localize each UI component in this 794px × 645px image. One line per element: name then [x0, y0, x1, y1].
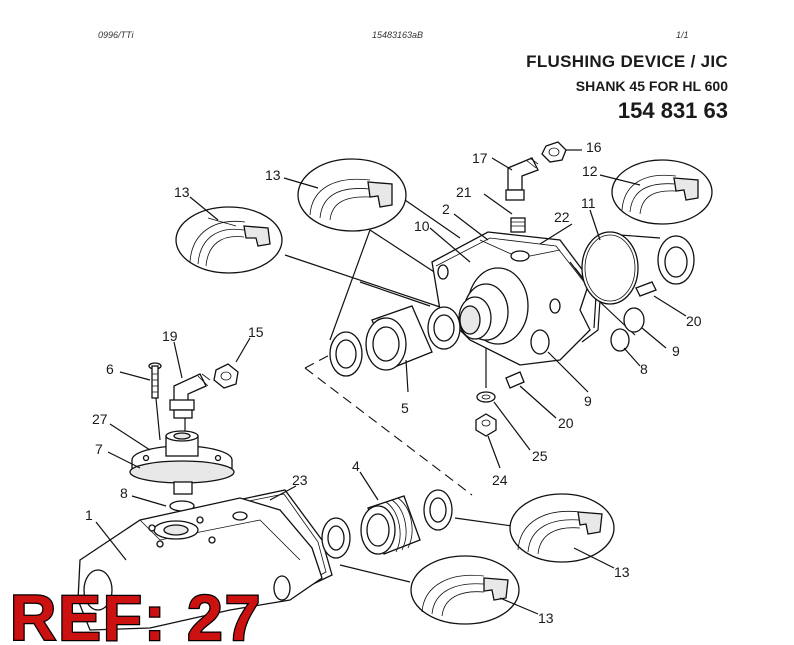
callout-11: 11 — [581, 195, 596, 211]
o-ring-8-upper — [610, 328, 630, 352]
bushing-5 — [365, 305, 433, 371]
seal-detail-bubble-left — [175, 206, 283, 274]
elbow-fitting-19 — [169, 373, 211, 419]
drawing-code: 15483163aB — [372, 30, 424, 40]
callout-23: 23 — [292, 472, 308, 488]
seal-13-left — [329, 331, 363, 377]
reference-overlay-label: REF: 27 — [10, 582, 262, 645]
callout-8-upper: 8 — [640, 361, 648, 377]
seal-detail-bubble-right-top — [611, 159, 713, 225]
nut-16 — [541, 141, 567, 163]
pin-20-upper — [635, 281, 657, 297]
callout-4: 4 — [352, 458, 360, 474]
document-code: 0996/TTi — [98, 30, 134, 40]
callout-9-upper: 9 — [672, 343, 680, 359]
elbow-fitting-17 — [505, 157, 539, 201]
document-title: FLUSHING DEVICE / JIC — [526, 52, 728, 71]
callout-labels: 13 13 12 11 22 21 2 10 17 16 20 9 8 9 20… — [85, 139, 702, 626]
callout-2: 2 — [442, 201, 450, 217]
callout-13-right: 13 — [614, 564, 630, 580]
document-subtitle: SHANK 45 FOR HL 600 — [575, 78, 728, 94]
callout-19: 19 — [162, 328, 178, 344]
callout-13-bottom: 13 — [538, 610, 554, 626]
seal-13-lower — [321, 517, 351, 559]
callout-9-lower: 9 — [584, 393, 592, 409]
callout-25: 25 — [532, 448, 548, 464]
pin-20-lower — [505, 371, 525, 389]
seal-detail-bubble-right-bottom — [509, 493, 615, 563]
bolt-6 — [148, 362, 162, 399]
callout-24: 24 — [492, 472, 508, 488]
o-ring-9-lower — [530, 329, 550, 355]
callout-6: 6 — [106, 361, 114, 377]
seal-near-bushing-4 — [423, 489, 453, 531]
callout-8-lower: 8 — [120, 485, 128, 501]
seal-12 — [657, 235, 695, 285]
callout-16: 16 — [586, 139, 602, 155]
callout-1: 1 — [85, 507, 93, 523]
callout-5: 5 — [401, 400, 409, 416]
callout-20-upper: 20 — [686, 313, 702, 329]
o-ring-11 — [581, 231, 639, 305]
callout-15: 15 — [248, 324, 264, 340]
part-number: 154 831 63 — [617, 98, 728, 123]
callout-17: 17 — [472, 150, 488, 166]
o-ring-9-upper — [623, 307, 645, 333]
callout-22: 22 — [554, 209, 570, 225]
callout-10: 10 — [414, 218, 430, 234]
gasket-7 — [129, 460, 235, 484]
seal-detail-bubble-bottom — [410, 555, 520, 625]
callout-21: 21 — [456, 184, 472, 200]
callout-7: 7 — [95, 441, 103, 457]
leader-lines — [95, 149, 687, 615]
seal-detail-bubble-top — [297, 158, 407, 232]
flange-spigot — [173, 481, 193, 495]
nut-15 — [213, 363, 239, 389]
nipple-21 — [510, 217, 526, 233]
washer-25 — [476, 391, 496, 403]
callout-20-lower: 20 — [558, 415, 574, 431]
callout-27: 27 — [92, 411, 108, 427]
page-number: 1/1 — [676, 30, 689, 40]
nut-24 — [475, 413, 497, 437]
bushing-4 — [360, 495, 421, 555]
callout-12: 12 — [582, 163, 598, 179]
callout-13-left: 13 — [174, 184, 190, 200]
seal-10 — [427, 306, 461, 350]
callout-13-top: 13 — [265, 167, 281, 183]
flushing-housing — [431, 231, 601, 366]
shank-body-1 — [77, 497, 323, 631]
